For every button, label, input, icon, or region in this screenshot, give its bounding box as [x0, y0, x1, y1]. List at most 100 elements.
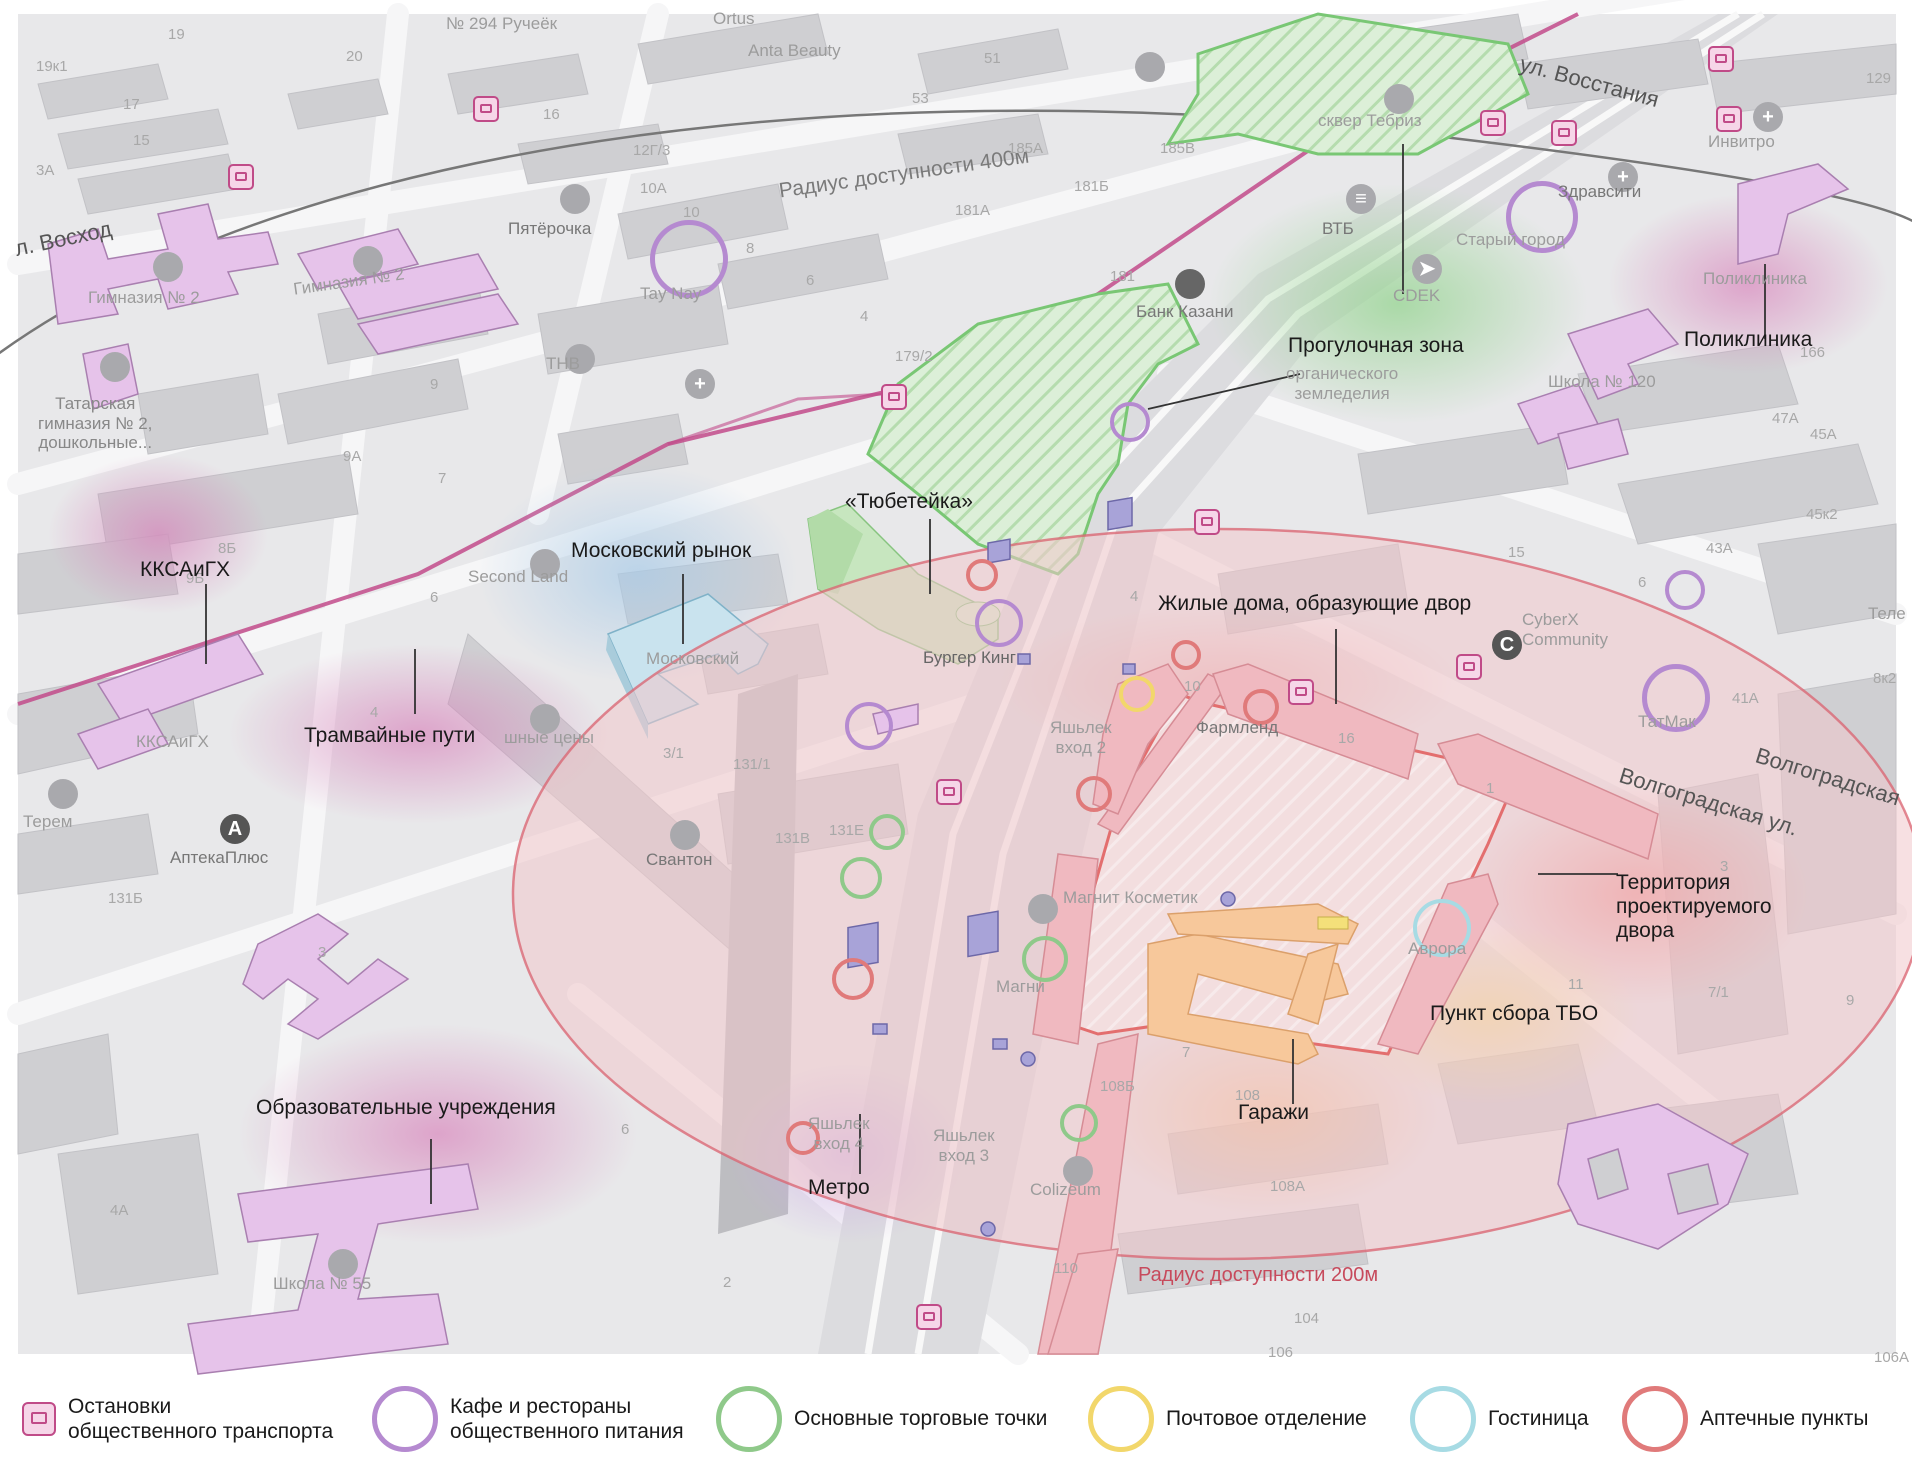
- cafe-ring-icon[interactable]: [1665, 570, 1705, 610]
- label-poliklinika: Поликлиника: [1684, 328, 1813, 351]
- building-number: 108Б: [1100, 1078, 1135, 1095]
- transit-stop-icon[interactable]: [1194, 509, 1220, 535]
- poi-label: Tay Nay: [640, 284, 702, 303]
- bank-icon[interactable]: [1175, 269, 1205, 299]
- cafe-ring-icon[interactable]: [1642, 664, 1710, 732]
- building-number: 16: [1338, 730, 1355, 747]
- hotel-ring-icon[interactable]: [1413, 899, 1471, 957]
- transit-stop-icon[interactable]: [473, 96, 499, 122]
- label-territoriya: Территория проектируемого двора: [1616, 871, 1772, 943]
- poi-label: Гимназия № 2: [88, 288, 200, 307]
- post-ring-icon[interactable]: [1119, 676, 1155, 712]
- game-club-icon[interactable]: [1063, 1156, 1093, 1186]
- site-analysis-map: + + + ≡ ➤ A C ул. Восстания л. Восход Во…: [0, 0, 1912, 1375]
- clothes-icon[interactable]: [530, 704, 560, 734]
- cafe-ring-icon: [372, 1386, 438, 1452]
- shop-basket-icon[interactable]: [560, 184, 590, 214]
- legend: Остановки общественного транспорта Кафе …: [0, 1360, 1912, 1478]
- poi-label: Школа № 120: [1548, 372, 1656, 391]
- poi-label: шные цены: [504, 728, 595, 747]
- building-number: 43А: [1706, 540, 1733, 557]
- building-number: 131В: [775, 830, 811, 847]
- poi-label: сквер Тебриз: [1318, 111, 1422, 130]
- briefcase-icon[interactable]: [565, 344, 595, 374]
- pharmacy-ring-icon[interactable]: [1171, 640, 1201, 670]
- building-number: 131/1: [733, 756, 771, 773]
- building-number: 47А: [1772, 410, 1799, 427]
- building-number: 51: [984, 50, 1001, 67]
- building-number: 9: [430, 376, 439, 393]
- transit-stop-icon[interactable]: [1551, 120, 1577, 146]
- building-number: 131Б: [108, 890, 143, 907]
- label-tyubeteyka: «Тюбетейка»: [845, 490, 973, 513]
- legend-item-shop: Основные торговые точки: [716, 1360, 1047, 1478]
- poi-label: Школа № 55: [273, 1274, 372, 1293]
- cafe-ring-icon[interactable]: [845, 702, 893, 750]
- cafe-ring-icon[interactable]: [1506, 181, 1578, 253]
- legend-label: Аптечные пункты: [1700, 1407, 1869, 1431]
- poi-label: АптекаПлюс: [170, 848, 269, 867]
- label-zhilye-doma: Жилые дома, образующие двор: [1158, 592, 1472, 615]
- clothes-icon[interactable]: [530, 549, 560, 579]
- medical-cross-icon[interactable]: +: [685, 369, 715, 399]
- transit-stop-icon[interactable]: [881, 384, 907, 410]
- radius-200-label: Радиус доступности 200м: [1138, 1264, 1379, 1286]
- park-tree-icon[interactable]: [1384, 84, 1414, 114]
- school-icon[interactable]: [328, 1249, 358, 1279]
- delivery-icon[interactable]: ➤: [1412, 254, 1442, 284]
- shop-ring-icon[interactable]: [1060, 1104, 1098, 1142]
- school-icon[interactable]: [353, 246, 383, 276]
- transit-stop-icon[interactable]: [1456, 654, 1482, 680]
- building-number: 110: [1054, 1260, 1078, 1277]
- cafe-ring-icon[interactable]: [650, 220, 728, 298]
- poi-label: ВТБ: [1322, 219, 1354, 238]
- pharmacy-logo-icon[interactable]: A: [220, 814, 250, 844]
- building-number: 10: [683, 204, 700, 221]
- transit-stop-icon[interactable]: [228, 164, 254, 190]
- legend-label: Гостиница: [1488, 1407, 1589, 1431]
- transit-stop-icon[interactable]: [936, 779, 962, 805]
- cosmetics-icon[interactable]: [1028, 894, 1058, 924]
- poi-label: Банк Казани: [1136, 302, 1234, 321]
- poi-label: ККСАиГХ: [136, 732, 209, 751]
- building-number: 17: [123, 96, 140, 113]
- poi-label: Аврора: [1408, 939, 1467, 958]
- poi-label: Старый город: [1456, 230, 1565, 249]
- medical-cross-icon[interactable]: +: [1608, 162, 1638, 192]
- map-base-layer: [0, 0, 1912, 1375]
- poi-label: Second Land: [468, 567, 569, 586]
- cinema-icon[interactable]: [48, 779, 78, 809]
- cafe-ring-icon[interactable]: [1110, 402, 1150, 442]
- poi-label: Ortus: [713, 9, 755, 28]
- legend-label: Кафе и рестораны общественного питания: [450, 1394, 684, 1443]
- building-number: 129: [1866, 70, 1892, 87]
- cyberx-icon[interactable]: C: [1492, 630, 1522, 660]
- school-icon[interactable]: [153, 252, 183, 282]
- pharmacy-ring-icon[interactable]: [1076, 776, 1112, 812]
- label-kksaigh: ККСАиГХ: [140, 558, 231, 581]
- beauty-icon[interactable]: [1135, 52, 1165, 82]
- pharmacy-ring-icon[interactable]: [786, 1121, 820, 1155]
- building-number: 41А: [1732, 690, 1759, 707]
- legend-item-hotel: Гостиница: [1410, 1360, 1589, 1478]
- shop-bag-icon[interactable]: [670, 820, 700, 850]
- shop-ring-icon[interactable]: [840, 857, 882, 899]
- shop-ring-icon[interactable]: [869, 814, 905, 850]
- transit-stop-icon[interactable]: [1480, 110, 1506, 136]
- pharmacy-ring-icon[interactable]: [966, 559, 998, 591]
- transit-stop-icon[interactable]: [916, 1304, 942, 1330]
- bank-icon[interactable]: ≡: [1346, 184, 1376, 214]
- shop-ring-icon[interactable]: [1022, 936, 1068, 982]
- transit-stop-icon[interactable]: [1716, 106, 1742, 132]
- kindergarten-icon[interactable]: [100, 352, 130, 382]
- pharmacy-ring-icon[interactable]: [832, 958, 874, 1000]
- building-number: 181: [1110, 268, 1136, 285]
- cafe-ring-icon[interactable]: [975, 599, 1023, 647]
- building-number: 8: [746, 240, 755, 257]
- label-garazhi: Гаражи: [1238, 1101, 1310, 1124]
- transit-stop-icon[interactable]: [1708, 46, 1734, 72]
- transit-stop-icon[interactable]: [1288, 679, 1314, 705]
- medical-cross-icon[interactable]: +: [1753, 102, 1783, 132]
- poi-label: ТНВ: [546, 354, 580, 373]
- pharmacy-ring-icon[interactable]: [1243, 689, 1279, 725]
